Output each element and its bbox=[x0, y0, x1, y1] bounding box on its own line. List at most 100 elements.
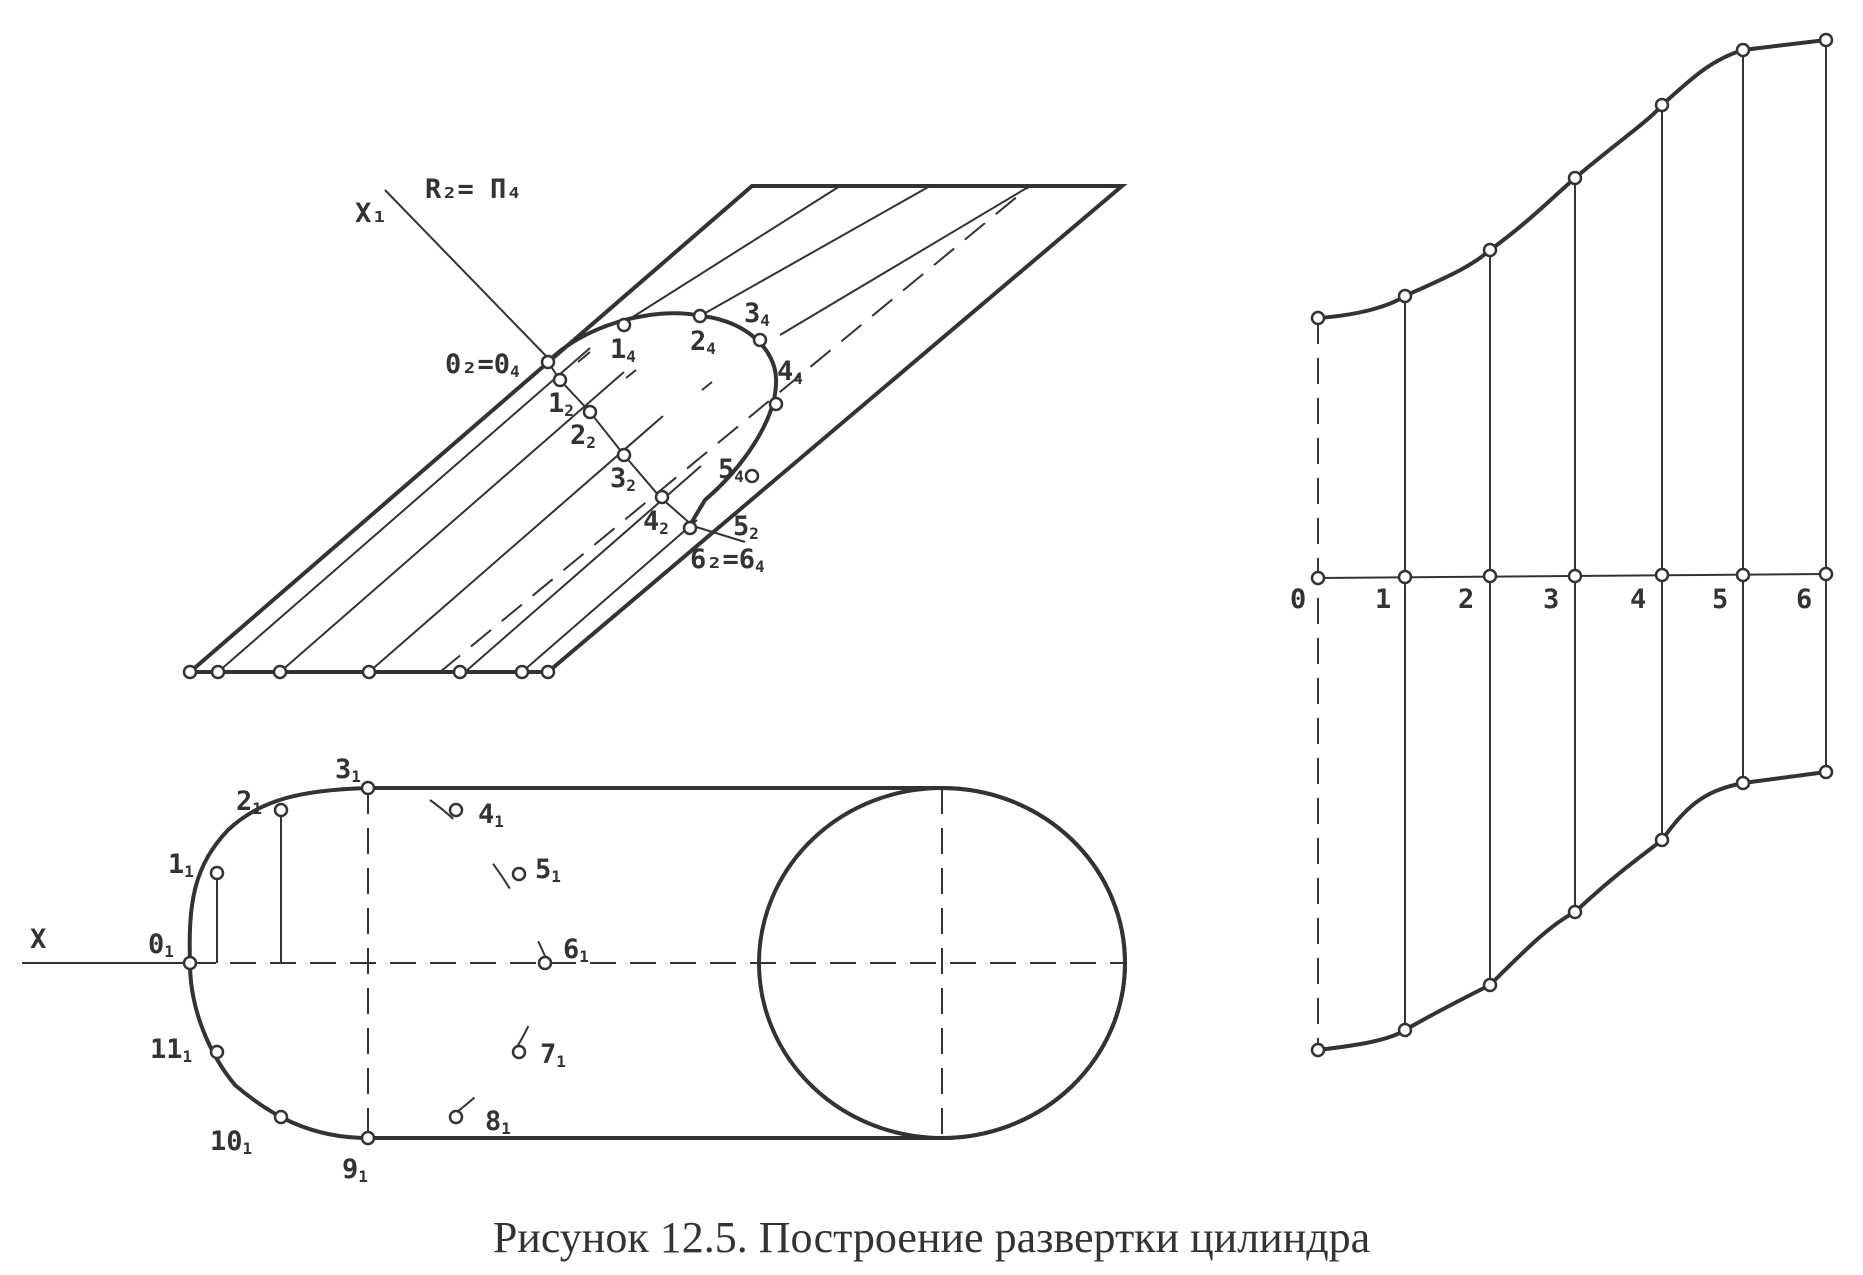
section-point bbox=[511, 1044, 527, 1060]
label-3-1: 31 bbox=[335, 754, 361, 786]
label-text: 5 bbox=[733, 511, 749, 542]
label-3-2: 32 bbox=[610, 463, 636, 495]
label-5-4: 54 bbox=[718, 454, 744, 486]
section-point bbox=[209, 1044, 225, 1060]
section-point bbox=[273, 802, 289, 818]
label-text: 9 bbox=[342, 1154, 358, 1185]
section-point bbox=[448, 1109, 464, 1125]
label-1-4: 14 bbox=[610, 334, 636, 366]
development-label-0: 0 bbox=[1290, 584, 1306, 615]
base-point bbox=[272, 664, 288, 680]
label-6-2-6-4: 6₂=64 bbox=[690, 544, 765, 576]
label-text: 4 bbox=[777, 356, 793, 387]
arc-marks bbox=[429, 799, 550, 1131]
label-subscript: 1 bbox=[164, 942, 174, 961]
development-point bbox=[1397, 1022, 1413, 1038]
label-subscript: 1 bbox=[494, 812, 504, 831]
section-point bbox=[273, 1109, 289, 1125]
development-point bbox=[1567, 904, 1583, 920]
label-text: 7 bbox=[540, 1039, 556, 1070]
label-4-1: 41 bbox=[478, 799, 504, 831]
label-3-4: 34 bbox=[744, 298, 770, 330]
development-point bbox=[1654, 832, 1670, 848]
development-point bbox=[1310, 310, 1326, 326]
label-text: 2 bbox=[570, 420, 586, 451]
section-point bbox=[654, 489, 670, 505]
section-point bbox=[692, 308, 708, 324]
label-8-1: 81 bbox=[485, 1106, 511, 1138]
section-point bbox=[360, 780, 376, 796]
development-point bbox=[1735, 567, 1751, 583]
section-point bbox=[209, 865, 225, 881]
base-point bbox=[452, 664, 468, 680]
tick-mark bbox=[577, 351, 591, 363]
label-text: 2 bbox=[236, 786, 252, 817]
development-point bbox=[1397, 288, 1413, 304]
label-2-2: 22 bbox=[570, 420, 596, 452]
figure-caption: Рисунок 12.5. Построение развертки цилин… bbox=[492, 1213, 1371, 1262]
cylinder-axis-line bbox=[439, 185, 1031, 673]
label-subscript: 1 bbox=[184, 862, 194, 881]
development-point bbox=[1735, 775, 1751, 791]
development-point bbox=[1818, 764, 1834, 780]
tick-mark bbox=[701, 381, 713, 391]
development-label-3: 3 bbox=[1543, 584, 1559, 615]
label-text: 4 bbox=[643, 506, 659, 537]
label-text: 3 bbox=[610, 463, 626, 494]
label-text: 3 bbox=[335, 754, 351, 785]
section-point bbox=[537, 955, 553, 971]
section-point bbox=[616, 317, 632, 333]
label-subscript: 1 bbox=[579, 947, 589, 966]
base-point bbox=[361, 664, 377, 680]
development-label-4: 4 bbox=[1630, 584, 1646, 615]
section-point bbox=[540, 354, 556, 370]
label-text: 1 bbox=[168, 849, 184, 880]
label-subscript: 1 bbox=[351, 767, 361, 786]
label-subscript: 1 bbox=[501, 1119, 511, 1138]
development-point bbox=[1310, 570, 1326, 586]
label-text: 5 bbox=[535, 854, 551, 885]
label-subscript: 1 bbox=[556, 1052, 566, 1071]
label-2-1: 21 bbox=[236, 786, 262, 818]
label-0-2-0-4: 0₂=04 bbox=[445, 349, 520, 381]
label-subscript: 4 bbox=[734, 467, 744, 486]
cutting-plane-line bbox=[384, 189, 549, 359]
label-text: 0 bbox=[148, 929, 164, 960]
label-text: 1 bbox=[610, 334, 626, 365]
label-subscript: 2 bbox=[749, 524, 759, 543]
section-point bbox=[752, 332, 768, 348]
label-4-2: 42 bbox=[643, 506, 669, 538]
development-point bbox=[1818, 32, 1834, 48]
label-text: 0₂=0 bbox=[445, 349, 510, 380]
generatrix-line bbox=[619, 185, 841, 326]
tick-mark bbox=[625, 369, 637, 379]
section-point bbox=[448, 802, 464, 818]
label-4-4: 44 bbox=[777, 356, 803, 388]
development-point bbox=[1654, 97, 1670, 113]
label-11-1: 111 bbox=[150, 1034, 192, 1066]
label-5-2: 52 bbox=[733, 511, 759, 543]
base-point bbox=[210, 664, 226, 680]
label-text: 6₂=6 bbox=[690, 544, 755, 575]
label-subscript: 4 bbox=[793, 369, 803, 388]
development-point bbox=[1482, 242, 1498, 258]
label-text: 1 bbox=[548, 388, 564, 419]
cylinder-outline bbox=[184, 184, 1128, 674]
label-subscript: 4 bbox=[626, 347, 636, 366]
development-label-5: 5 bbox=[1712, 584, 1728, 615]
label-text: 4 bbox=[478, 799, 494, 830]
base-point bbox=[514, 664, 530, 680]
generatrix-line bbox=[521, 519, 698, 673]
development-point bbox=[1567, 568, 1583, 584]
section-point bbox=[582, 404, 598, 420]
generatrix-line bbox=[368, 415, 664, 673]
label-2-4: 24 bbox=[690, 326, 716, 358]
development-label-1: 1 bbox=[1375, 584, 1391, 615]
development-point bbox=[1482, 568, 1498, 584]
label-text: 3 bbox=[744, 298, 760, 329]
label-0-1: 01 bbox=[148, 929, 174, 961]
development-label-2: 2 bbox=[1458, 584, 1474, 615]
section-point bbox=[744, 468, 760, 484]
development-point bbox=[1482, 977, 1498, 993]
